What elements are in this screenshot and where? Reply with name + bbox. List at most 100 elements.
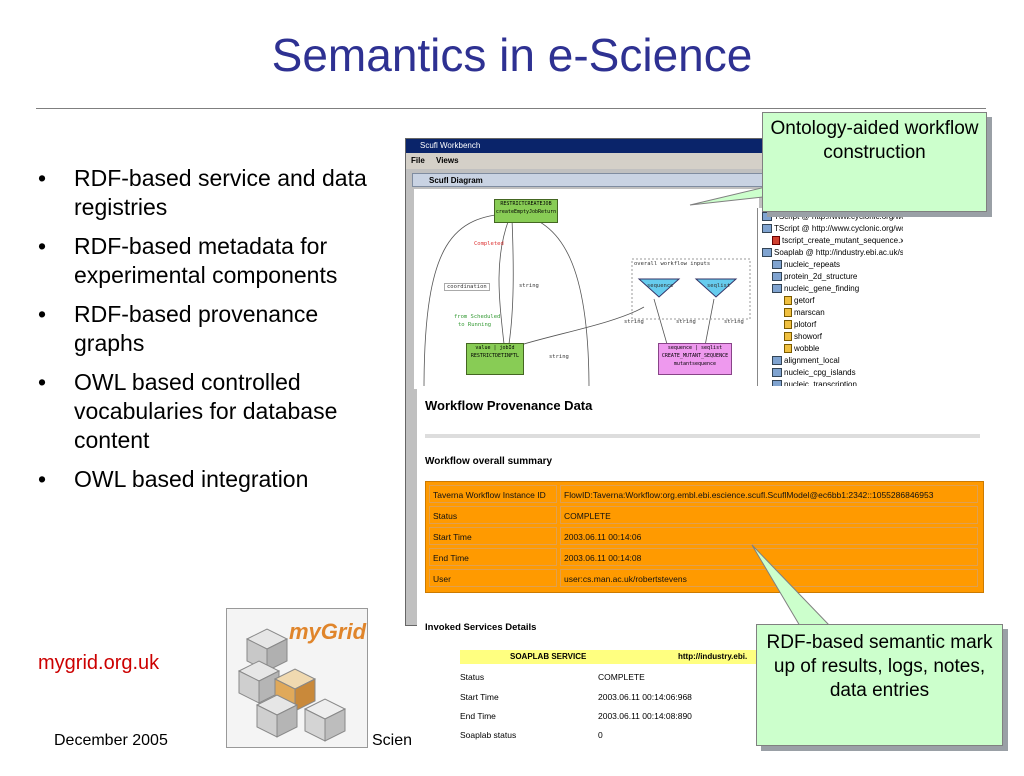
footer-text: Scien [372, 732, 413, 749]
table-row: Start Time 2003.06.11 00:14:06 [429, 527, 979, 545]
summary-title: Workflow overall summary [425, 456, 553, 467]
invoked-services-title: Invoked Services Details [425, 622, 537, 633]
menu-file[interactable]: File [411, 156, 425, 165]
window-titlebar[interactable]: Scufl Workbench [406, 139, 776, 153]
callout-rdf: RDF-based semantic mark up of results, l… [756, 624, 1003, 746]
summary-key: Start Time [429, 527, 557, 545]
service-value: 2003.06.11 00:14:06:968 [598, 692, 692, 702]
edge-label: from Scheduled [454, 314, 501, 320]
tree-item[interactable]: alignment_local [772, 356, 840, 366]
input-label: sequence [647, 283, 674, 289]
table-row: Status COMPLETE [429, 506, 979, 524]
node-name: RESTRICTCREATEJOB [500, 201, 552, 207]
port-seqlist: seqlist [701, 345, 723, 351]
leaf-icon [784, 308, 792, 318]
title-divider [36, 108, 986, 109]
bullet-item: RDF-based metadata for experimental comp… [38, 232, 383, 290]
provenance-panel: Workflow Provenance Data Workflow overal… [417, 386, 984, 776]
folder-icon [772, 356, 782, 366]
tree-item[interactable]: TScript @ http://www.cyclonic.org/work [762, 212, 903, 222]
folder-icon [762, 248, 772, 258]
node-sub: createEmptyJobReturn [495, 209, 557, 215]
tree-item[interactable]: plotorf [784, 320, 816, 330]
table-row: Status COMPLETE [460, 668, 980, 686]
node-output: mutantsequence [673, 361, 717, 367]
tree-item[interactable]: tscript_create_mutant_sequence.x [772, 236, 903, 246]
service-key: End Time [460, 711, 496, 721]
summary-value: 2003.06.11 00:14:06 [560, 527, 978, 545]
script-icon [772, 236, 780, 246]
leaf-icon [784, 320, 792, 330]
service-tree: TScript @ http://www.cyclonic.org/work T… [757, 208, 903, 386]
service-value: 0 [598, 730, 603, 740]
summary-key: Taverna Workflow Instance ID [429, 485, 557, 503]
service-url[interactable]: http://industry.ebi. [678, 652, 748, 661]
bullet-item: RDF-based service and data registries [38, 164, 383, 222]
menu-bar: File Views [406, 153, 776, 169]
workflow-node[interactable]: RESTRICTCREATEJOB createEmptyJobReturn [494, 199, 558, 223]
diagram-edges [423, 212, 751, 389]
leaf-icon [784, 332, 792, 342]
bullet-item: RDF-based provenance graphs [38, 300, 383, 358]
service-name: SOAPLAB SERVICE [510, 652, 587, 661]
tree-item[interactable]: Soaplab @ http://industry.ebi.ac.uk/so [762, 248, 903, 258]
edge-label: string [724, 319, 744, 325]
folder-icon [772, 272, 782, 282]
tree-item[interactable]: TScript @ http://www.cyclonic.org/work [762, 224, 903, 234]
summary-key: Status [429, 506, 557, 524]
service-value: COMPLETE [598, 672, 645, 682]
tree-item[interactable]: nucleic_transcription [772, 380, 857, 386]
tree-item[interactable]: marscan [784, 308, 825, 318]
bullet-item: OWL based integration [38, 465, 383, 494]
group-label: overall workflow inputs [634, 261, 711, 267]
footer-date: December 2005 [54, 732, 168, 749]
service-value: 2003.06.11 00:14:08:890 [598, 711, 692, 721]
port-sequence: sequence [667, 345, 692, 351]
table-row: Soaplab status 0 [460, 726, 980, 744]
slide-title: Semantics in e-Science [271, 29, 753, 81]
tree-item[interactable]: protein_2d_structure [772, 272, 857, 282]
summary-value: FlowID:Taverna:Workflow:org.embl.ebi.esc… [560, 485, 978, 503]
service-key: Status [460, 672, 485, 682]
tree-item[interactable]: getorf [784, 296, 814, 306]
port-jobid: jobId [499, 345, 515, 351]
folder-icon [762, 224, 772, 234]
mygrid-link[interactable]: mygrid.org.uk [38, 652, 160, 674]
table-row: Start Time 2003.06.11 00:14:06:968 [460, 688, 980, 706]
tree-item[interactable]: nucleic_repeats [772, 260, 840, 270]
tree-item[interactable]: nucleic_cpg_islands [772, 368, 856, 378]
summary-key: User [429, 569, 557, 587]
callout-ontology: Ontology-aided workflow construction [762, 112, 987, 212]
folder-icon [772, 260, 782, 270]
leaf-icon [784, 344, 792, 354]
tree-item[interactable]: nucleic_gene_finding [772, 284, 859, 294]
input-label: seqlist [707, 283, 731, 289]
workflow-node[interactable]: sequence | seqlist CREATE_MUTANT_SEQUENC… [658, 343, 732, 375]
tree-item[interactable]: wobble [784, 344, 819, 354]
leaf-icon [784, 296, 792, 306]
folder-icon [772, 380, 782, 386]
port-value: value [475, 345, 491, 351]
mygrid-logo: myGrid [226, 608, 368, 748]
folder-icon [772, 368, 782, 378]
edge-label: string [676, 319, 696, 325]
service-key: Start Time [460, 692, 499, 702]
table-row: User user:cs.man.ac.uk/robertstevens [429, 569, 979, 587]
node-name: CREATE_MUTANT_SEQUENCE [661, 353, 729, 359]
scufl-diagram: RESTRICTCREATEJOB createEmptyJobReturn C… [414, 189, 759, 389]
node-name: RESTRICTDETINFTL [470, 353, 520, 359]
edge-label: string [519, 283, 539, 289]
table-row: Taverna Workflow Instance ID FlowID:Tave… [429, 485, 979, 503]
edge-label: string [624, 319, 644, 325]
workflow-node[interactable]: value | jobId RESTRICTDETINFTL [466, 343, 524, 375]
menu-views[interactable]: Views [436, 156, 459, 165]
bullet-list: RDF-based service and data registries RD… [38, 164, 383, 504]
folder-icon [772, 284, 782, 294]
summary-key: End Time [429, 548, 557, 566]
summary-table: Taverna Workflow Instance ID FlowID:Tave… [425, 481, 984, 593]
edge-label: to Running [458, 322, 492, 328]
edge-label: Completed [474, 241, 504, 247]
table-row: End Time 2003.06.11 00:14:08:890 [460, 707, 980, 725]
tree-item[interactable]: showorf [784, 332, 822, 342]
provenance-title: Workflow Provenance Data [425, 398, 593, 413]
